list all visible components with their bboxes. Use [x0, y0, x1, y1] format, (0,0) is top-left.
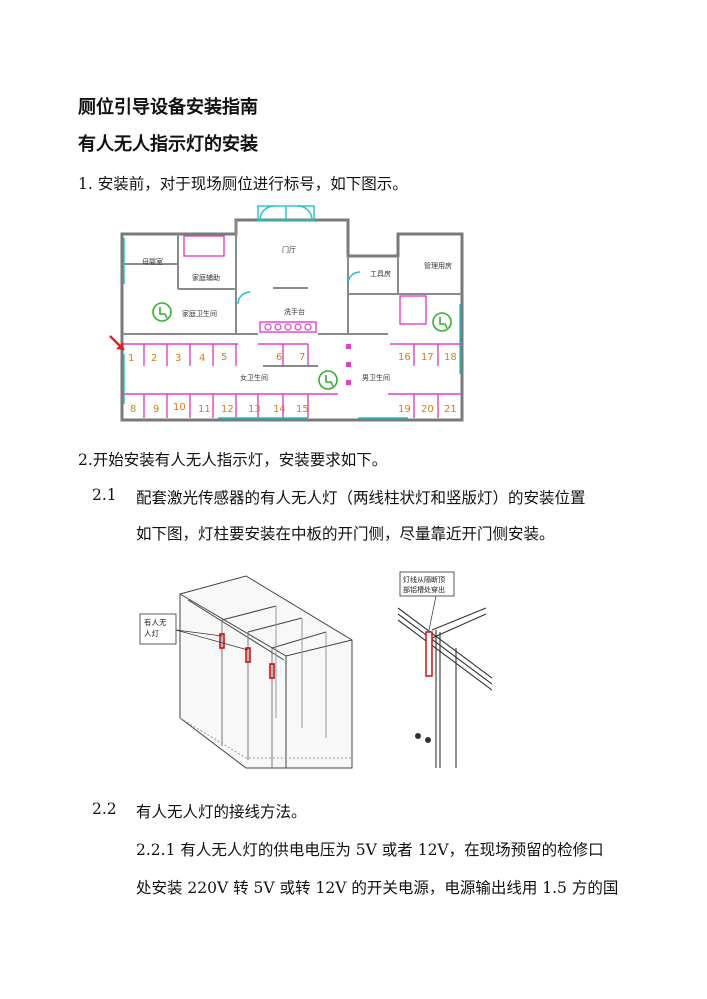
- svg-text:12: 12: [221, 404, 234, 415]
- svg-text:17: 17: [421, 352, 434, 363]
- sub-2-1-number: 2.1: [92, 486, 117, 504]
- svg-text:10: 10: [173, 402, 186, 413]
- svg-text:7: 7: [299, 352, 305, 363]
- svg-text:11: 11: [198, 404, 211, 415]
- doc-title: 厕位引导设备安装指南: [78, 97, 258, 118]
- room-manage: 管理用房: [424, 261, 452, 270]
- pointer-arrow-icon: [109, 335, 125, 351]
- sub-2-1-line-1: 配套激光传感器的有人无人灯（两线柱状灯和竖版灯）的安装位置: [136, 489, 586, 507]
- stall-numbers: 1 2 3 4 5 6 7 16 17 18 8 9 10 11 12 13 1…: [128, 352, 457, 415]
- sub-2-1-line-2: 如下图，灯柱要安装在中板的开门侧，尽量靠近开门侧安装。: [136, 525, 555, 543]
- svg-text:4: 4: [199, 353, 205, 364]
- section-heading: 有人无人指示灯的安装: [78, 134, 258, 155]
- sub-2-2-number: 2.2: [92, 800, 117, 818]
- label-box-right: [399, 571, 455, 597]
- room-family-sub: 家庭辅助: [192, 273, 220, 282]
- vertical-lamp-detail: [425, 631, 433, 677]
- installation-diagram: 有人无 人灯 灯线从隔断顶 部铝槽处穿出: [139, 571, 492, 769]
- label-left-line-2: 人灯: [144, 628, 159, 638]
- room-sinks: 洗手台: [284, 307, 305, 316]
- svg-text:21: 21: [444, 404, 457, 415]
- sub-2-2-1-line-1: 2.2.1 有人无人灯的供电电压为 5V 或者 12V，在现场预留的检修口: [136, 841, 604, 859]
- svg-text:13: 13: [248, 404, 261, 415]
- room-lobby: 门厅: [282, 245, 296, 254]
- svg-text:19: 19: [398, 404, 411, 415]
- step-1-text: 1. 安装前，对于现场厕位进行标号，如下图示。: [78, 175, 408, 193]
- svg-text:20: 20: [421, 404, 434, 415]
- floor-plan-diagram: 母婴室 门厅 家庭卫生间 家庭辅助 工具房 管理用房 洗手台 女卫生间 男卫生间…: [109, 205, 464, 422]
- label-right-line-1: 灯线从隔断顶: [403, 575, 445, 584]
- svg-text:9: 9: [153, 404, 159, 415]
- sub-2-2-1-line-2: 处安装 220V 转 5V 或转 12V 的开关电源，电源输出线用 1.5 方的…: [136, 879, 619, 897]
- svg-text:3: 3: [175, 353, 181, 364]
- svg-text:2: 2: [151, 353, 157, 364]
- svg-text:14: 14: [273, 404, 286, 415]
- svg-text:18: 18: [444, 352, 457, 363]
- step-2-text: 2.开始安装有人无人指示灯，安装要求如下。: [78, 451, 388, 469]
- label-right-line-2: 部铝槽处穿出: [403, 585, 445, 594]
- sub-2-2-text: 有人无人灯的接线方法。: [136, 803, 307, 821]
- svg-text:16: 16: [398, 352, 411, 363]
- svg-text:5: 5: [221, 352, 227, 363]
- room-female: 女卫生间: [240, 373, 268, 382]
- label-box-left: [139, 613, 177, 645]
- room-family: 家庭卫生间: [182, 309, 217, 318]
- label-left-line-1: 有人无: [144, 617, 167, 627]
- svg-text:1: 1: [128, 353, 134, 364]
- room-tools: 工具房: [370, 269, 391, 278]
- room-male: 男卫生间: [362, 373, 390, 382]
- svg-text:8: 8: [130, 404, 136, 415]
- svg-text:6: 6: [276, 352, 282, 363]
- accessibility-icon: [152, 302, 452, 390]
- svg-text:15: 15: [296, 404, 309, 415]
- room-mother: 母婴室: [142, 257, 163, 266]
- occupancy-lamps: [219, 633, 275, 679]
